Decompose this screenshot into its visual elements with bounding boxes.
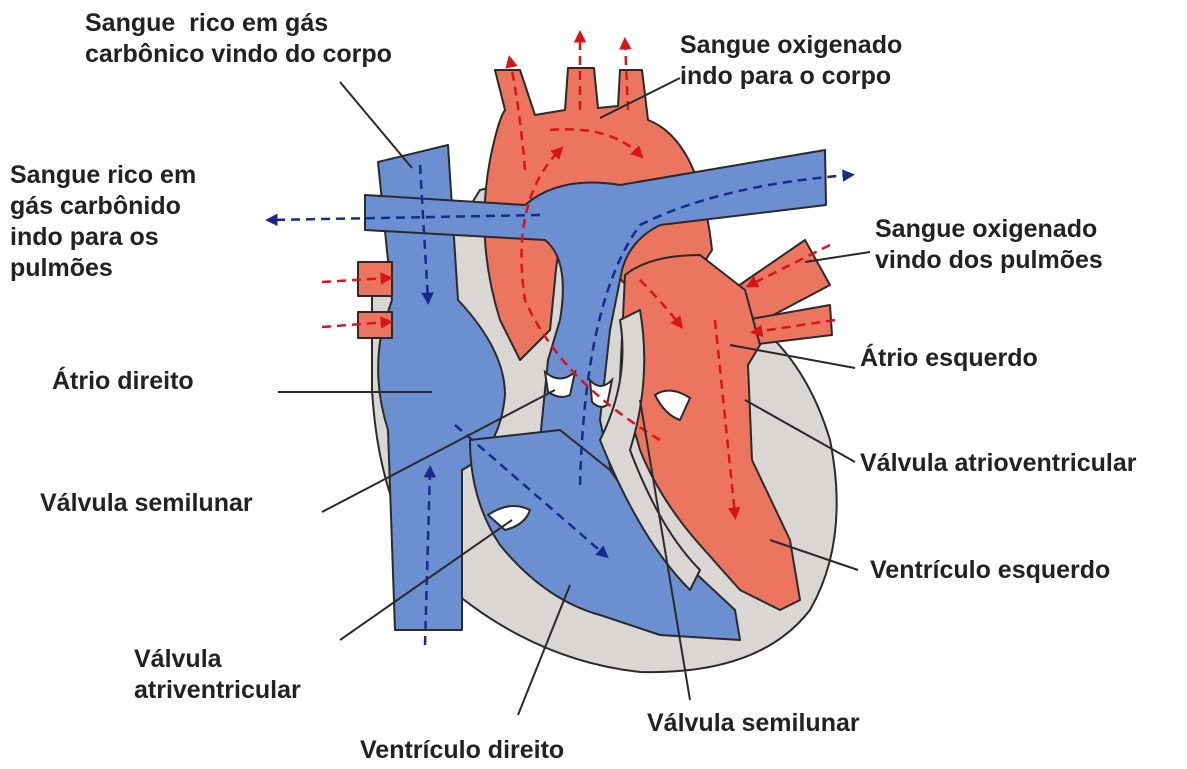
label-o2-to-body: Sangue oxigenado indo para o corpo: [680, 30, 902, 92]
label-right-av-valve: Válvula atriventricular: [134, 644, 301, 706]
label-left-semilunar: Válvula semilunar: [647, 708, 860, 739]
label-right-semilunar: Válvula semilunar: [40, 488, 253, 519]
label-left-ventricle: Ventrículo esquerdo: [870, 555, 1110, 586]
label-o2-from-lungs: Sangue oxigenado vindo dos pulmões: [875, 214, 1103, 276]
pulmonary-vein-left-2: [358, 312, 392, 338]
label-co2-from-body: Sangue rico em gás carbônico vindo do co…: [85, 8, 392, 70]
label-left-av-valve: Válvula atrioventricular: [860, 448, 1137, 479]
label-right-ventricle: Ventrículo direito: [360, 735, 564, 766]
label-right-atrium: Átrio direito: [52, 366, 194, 397]
leader-co2-from-body: [340, 82, 412, 168]
label-co2-to-lungs: Sangue rico em gás carbônido indo para o…: [10, 160, 196, 284]
label-left-atrium: Átrio esquerdo: [860, 343, 1038, 374]
